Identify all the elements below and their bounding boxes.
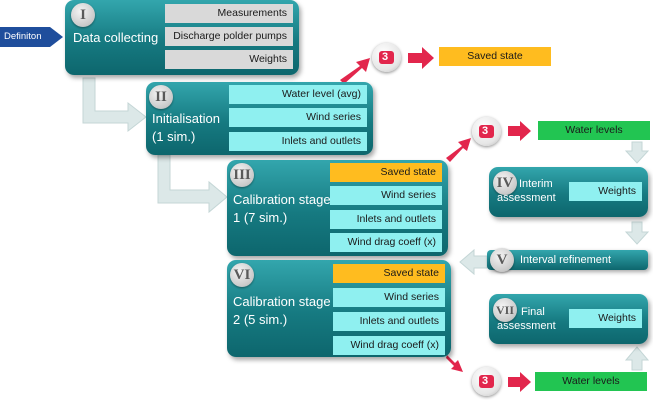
flow-arrow-iv-to-v — [624, 221, 650, 245]
stage-vii-title-line1: Final — [521, 306, 545, 318]
result-saved-state: Saved state — [439, 47, 551, 66]
stage-vii-numeral: VII — [493, 298, 517, 322]
stage-ii-title-line2: (1 sim.) — [152, 129, 196, 144]
definition-label: Definiton — [4, 31, 42, 42]
stage-v-numeral: V — [490, 248, 514, 272]
stage-ii-item-water-level: Water level (avg) — [229, 85, 367, 104]
stage-vi-item-wind-drag: Wind drag coeff (x) — [333, 336, 445, 355]
stage-iv-item-weights: Weights — [569, 182, 642, 201]
stage-vi-title-line2: 2 (5 sim.) — [233, 312, 288, 327]
stage-iii-title-line1: Calibration stage — [233, 192, 331, 207]
result-water-levels-top: Water levels — [538, 121, 650, 140]
stage-ii-box: II Initialisation (1 sim.) Water level (… — [146, 82, 373, 155]
stage-iv-numeral: IV — [493, 171, 517, 195]
stage-vi-title-line1: Calibration stage — [233, 294, 331, 309]
stage-iii-item-wind-series: Wind series — [330, 186, 442, 205]
stage-iv-title-line1: Interim — [519, 178, 553, 190]
stage-vii-item-weights: Weights — [569, 309, 642, 328]
flow-arrow-water-to-iv — [624, 141, 650, 164]
red-arrow-icon — [340, 58, 471, 372]
stage-iii-title-line2: 1 (7 sim.) — [233, 210, 288, 225]
stage-iii-numeral: III — [230, 163, 254, 187]
stage-ii-item-wind-series: Wind series — [229, 108, 367, 127]
flow-arrow-v-to-vi — [459, 248, 488, 276]
stage-vii-title-line2: assessment — [497, 320, 556, 332]
stage-ii-item-inlets: Inlets and outlets — [229, 132, 367, 151]
stage-iii-item-saved-state: Saved state — [330, 163, 442, 182]
flow-arrow-i-to-ii — [82, 77, 147, 133]
stage-ii-title-line1: Initialisation — [152, 111, 220, 126]
stage-iii-item-inlets: Inlets and outlets — [330, 210, 442, 229]
stage-vi-item-inlets: Inlets and outlets — [333, 312, 445, 331]
stage-v-title: Interval refinement — [520, 254, 612, 266]
simulation-icon: 3 — [372, 43, 401, 72]
definition-arrow: Definiton — [0, 26, 63, 48]
stage-ii-numeral: II — [149, 85, 173, 109]
stage-iii-box: III Calibration stage 1 (7 sim.) Saved s… — [227, 160, 448, 256]
flow-arrow-water-to-vii — [624, 346, 650, 371]
flow-arrow-ii-to-iii — [157, 154, 228, 214]
red-arrow-icon — [408, 47, 531, 392]
stage-i-item-discharge: Discharge polder pumps — [165, 27, 293, 46]
simulation-icon: 3 — [472, 367, 501, 396]
stage-vi-item-wind-series: Wind series — [333, 288, 445, 307]
simulation-icon: 3 — [472, 117, 501, 146]
stage-i-numeral: I — [71, 3, 95, 27]
stage-vi-box: VI Calibration stage 2 (5 sim.) Saved st… — [227, 260, 451, 357]
stage-i-item-measurements: Measurements — [165, 4, 293, 23]
stage-v-bar: V Interval refinement — [487, 248, 648, 272]
stage-vii-box: VII Final assessment Weights — [489, 294, 648, 344]
stage-i-title: Data collecting — [73, 30, 159, 45]
stage-iv-title-line2: assessment — [497, 192, 556, 204]
stage-i-item-weights: Weights — [165, 50, 293, 69]
stage-iii-item-wind-drag: Wind drag coeff (x) — [330, 233, 442, 252]
stage-vi-numeral: VI — [230, 263, 254, 287]
result-water-levels-bottom: Water levels — [535, 372, 647, 391]
stage-i-box: I Data collecting Measurements Discharge… — [65, 0, 299, 75]
stage-iv-box: IV Interim assessment Weights — [489, 167, 648, 217]
stage-vi-item-saved-state: Saved state — [333, 264, 445, 283]
